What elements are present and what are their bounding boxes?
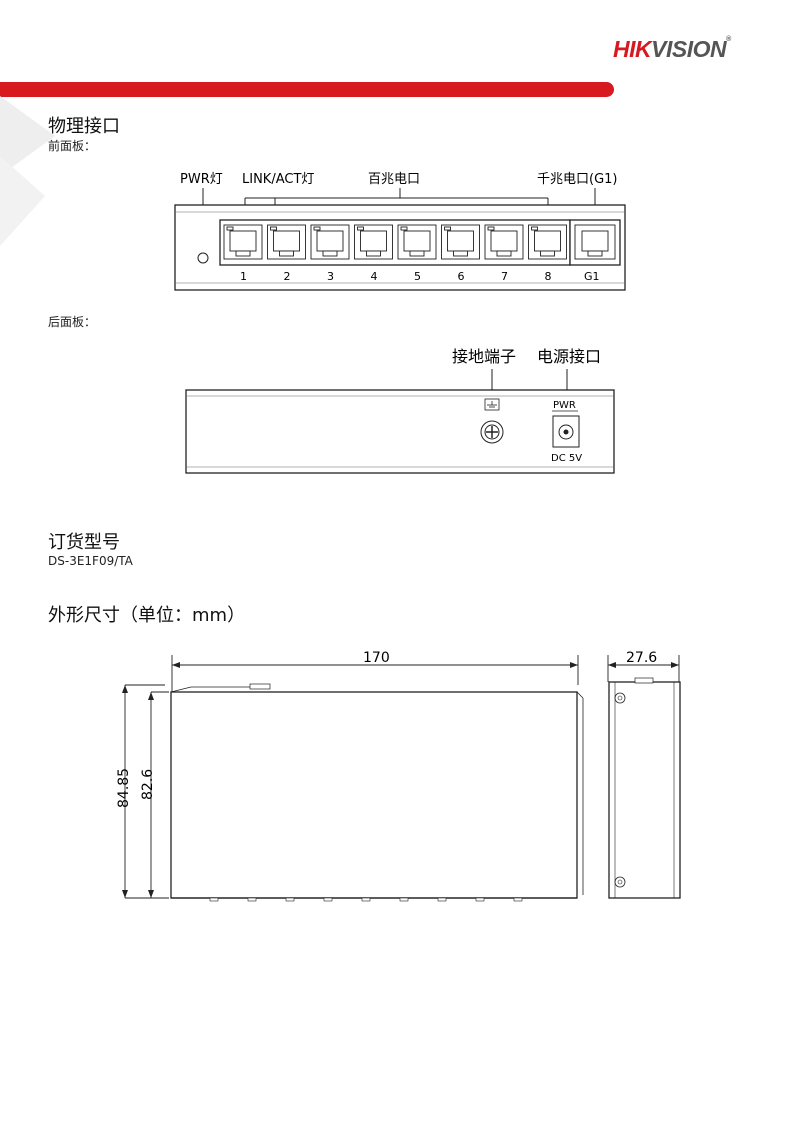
bottom-foot (209, 897, 219, 902)
ground-terminal-label: 接地端子 (452, 347, 516, 366)
bottom-foot (399, 897, 409, 902)
port-number-8: 8 (545, 270, 552, 283)
power-rating-label: DC 5V (551, 453, 582, 464)
rj45-port-1 (223, 224, 263, 260)
pwr-led-label: PWR灯 (180, 172, 223, 187)
port-number-5: 5 (414, 270, 421, 283)
bottom-foot (247, 897, 257, 902)
ground-screw-icon (480, 420, 504, 444)
rj45-port-8 (528, 224, 567, 260)
front-panel-diagram: PWR灯 LINK/ACT灯 百兆电口 千兆电口(G1) 1 2 3 4 5 6 7 8 G1 (174, 172, 626, 291)
power-interface-label: 电源接口 (537, 347, 601, 366)
brand-logo-vision: VISION (651, 36, 727, 62)
section-title-dimensions: 外形尺寸（单位：mm） (48, 605, 246, 626)
gig-port-number: G1 (584, 270, 600, 283)
front-panel-label: 前面板： (48, 139, 97, 153)
bottom-foot (361, 897, 371, 902)
port-number-7: 7 (501, 270, 508, 283)
decorative-triangles (0, 96, 55, 246)
height-outer-dimension: 84.85 (116, 768, 132, 808)
bottom-foot (437, 897, 447, 902)
brand-logo: HIKVISION® (613, 36, 731, 63)
ground-symbol-icon (484, 398, 500, 411)
model-number: DS-3E1F09/TA (48, 554, 133, 568)
link-act-led-label: LINK/ACT灯 (242, 172, 314, 187)
dimension-drawing: 170 27.6 84.85 82.6 (116, 650, 681, 902)
port-number-4: 4 (371, 270, 378, 283)
bottom-foot (285, 897, 295, 902)
back-panel-diagram: 接地端子 电源接口 PWR DC 5V (185, 347, 615, 474)
port-number-3: 3 (327, 270, 334, 283)
pwr-mark: PWR (553, 400, 576, 411)
brand-logo-registered: ® (726, 36, 731, 43)
section-title-ordering: 订货型号 (48, 532, 120, 553)
bottom-foot (323, 897, 333, 902)
rj45-port-5 (397, 224, 437, 260)
rj45-port-7 (484, 224, 524, 260)
gig-port-label: 千兆电口(G1) (537, 172, 618, 187)
device-side-view (608, 677, 681, 899)
width-dimension: 170 (363, 650, 390, 666)
rj45-port-6 (441, 224, 480, 260)
rj45-port-4 (354, 224, 393, 260)
port-number-1: 1 (240, 270, 247, 283)
brand-logo-hik: HIK (613, 36, 652, 62)
bottom-foot (513, 897, 523, 902)
device-top-view (170, 683, 584, 902)
section-title-physical: 物理接口 (48, 116, 120, 137)
height-inner-dimension: 82.6 (140, 769, 156, 800)
rj45-port-3 (310, 224, 350, 260)
port-number-2: 2 (284, 270, 291, 283)
rj45-port-2 (267, 224, 306, 260)
depth-dimension: 27.6 (626, 650, 657, 666)
port-number-6: 6 (458, 270, 465, 283)
bottom-foot (475, 897, 485, 902)
header-red-bar (0, 82, 614, 97)
back-panel-label: 后面板： (48, 315, 97, 329)
fast-ports-label: 百兆电口 (368, 172, 420, 187)
dc-power-jack-icon (552, 415, 580, 448)
